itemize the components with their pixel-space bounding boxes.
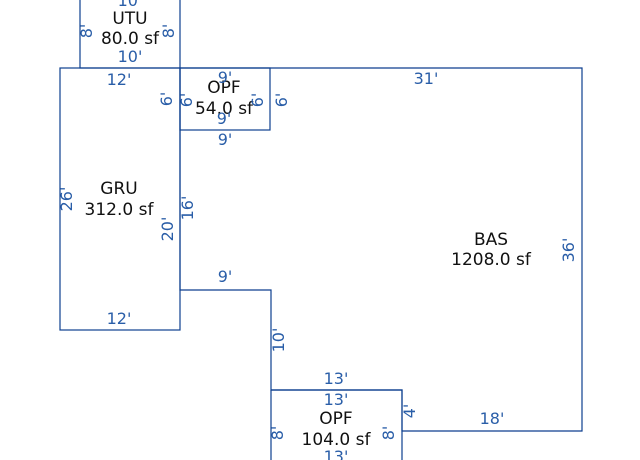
utu-area-name: UTU	[112, 9, 147, 29]
opf-top-bottom-inner-dimension: 9'	[217, 109, 232, 128]
opf-top-area-size: 54.0 sf	[195, 99, 254, 119]
bas-step-left-dimension: 10'	[269, 328, 288, 353]
opf-bottom-area-name: OPF	[319, 409, 352, 429]
opf-bottom-top-dimension: 13'	[324, 390, 349, 409]
gru-bottom-dimension: 12'	[107, 309, 132, 328]
gru-right-upper-dimension: 6'	[157, 92, 176, 107]
gru-area-name: GRU	[100, 179, 137, 199]
utu-bottom-dimension: 10'	[118, 47, 143, 66]
bas-left-upper-dimension: 6'	[272, 93, 291, 108]
bas-left-lower-dimension: 16'	[178, 196, 197, 221]
utu-left-dimension: 8'	[77, 24, 96, 39]
opf-top-bottom-dimension: 9'	[218, 130, 233, 149]
opf-top-right-dimension: 6'	[248, 93, 267, 108]
bas-area-size: 1208.0 sf	[451, 250, 532, 270]
gru-right-lower-dimension: 20'	[158, 217, 177, 242]
bas-bottom-dimension: 18'	[480, 409, 505, 428]
bas-top-dimension: 31'	[414, 69, 439, 88]
utu-top-dimension: 10'	[118, 0, 143, 10]
utu-right-dimension: 8'	[159, 24, 178, 39]
utu-area-size: 80.0 sf	[101, 29, 160, 49]
gru-area-size: 312.0 sf	[85, 200, 155, 220]
opf-bottom-top-outer-dimension: 13'	[324, 369, 349, 388]
opf-top-area-name: OPF	[207, 78, 240, 98]
opf-bottom-bottom-dimension: 13'	[324, 447, 349, 460]
gru-top-dimension: 12'	[107, 70, 132, 89]
bas-step-top-dimension: 9'	[218, 267, 233, 286]
opf-bottom-area-size: 104.0 sf	[302, 430, 372, 450]
bas-step-right-dimension: 4'	[400, 404, 419, 419]
opf-top-top-dimension: 9'	[218, 68, 233, 87]
bas-right-dimension: 36'	[559, 238, 578, 263]
bas-area-name: BAS	[474, 230, 508, 250]
opf-bottom-left-dimension: 8'	[268, 426, 287, 441]
opf-bottom-right-dimension: 8'	[379, 426, 398, 441]
gru-outline	[59, 67, 181, 331]
opf-top-left-dimension: 6'	[177, 93, 196, 108]
opf-bottom-outline	[270, 389, 403, 460]
gru-left-dimension: 26'	[57, 187, 76, 212]
